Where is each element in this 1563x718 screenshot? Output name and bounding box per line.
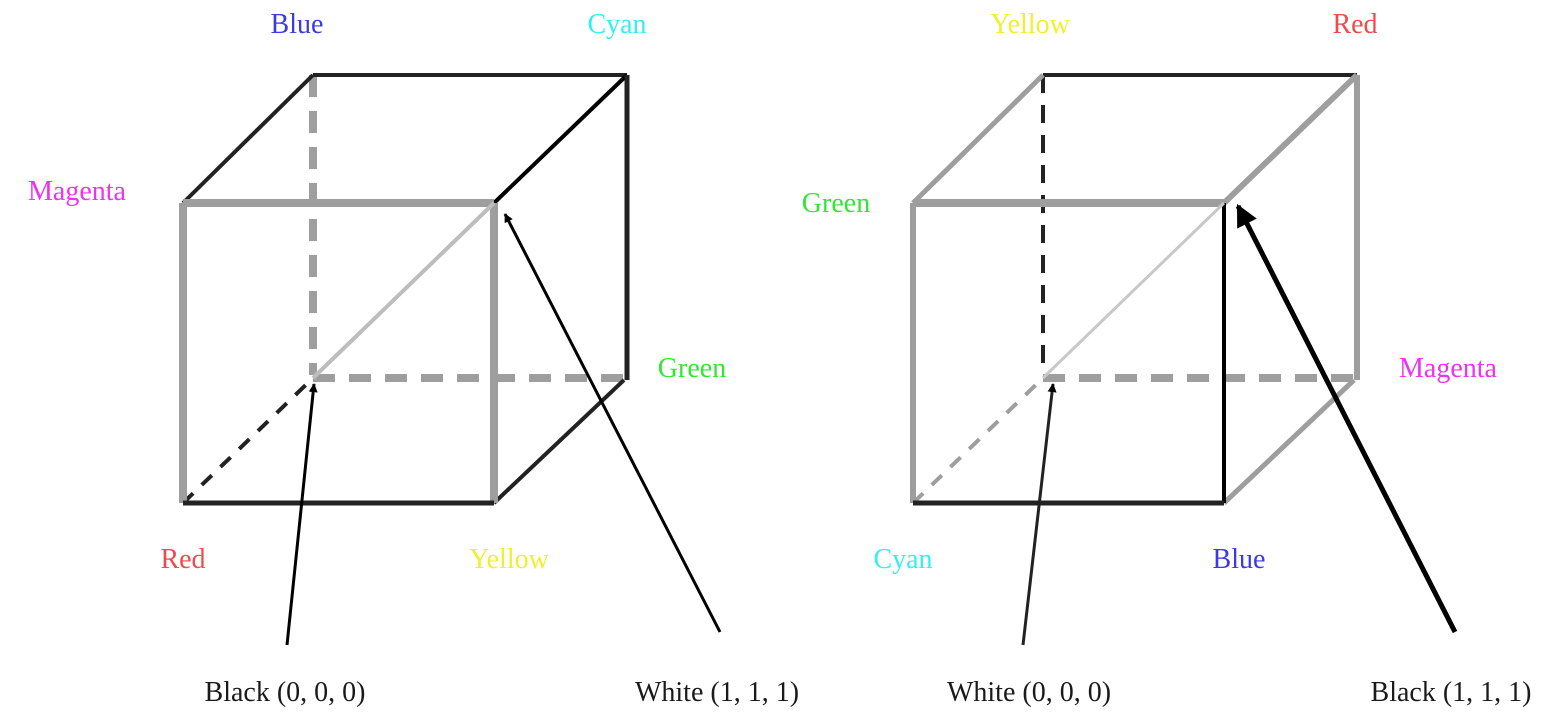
rgb-far-caption: White (1, 1, 1) — [635, 677, 799, 708]
rgb-cube-hidden-edge-depth — [181, 376, 315, 505]
cmy-label-blue: Blue — [1213, 544, 1266, 575]
cmy-label-red: Red — [1332, 9, 1377, 40]
cmy-label-green: Green — [802, 188, 870, 219]
cmy-far-arrow — [1235, 204, 1458, 634]
cmy-origin-caption: White (0, 0, 0) — [947, 677, 1111, 708]
rgb-cube-grey-diagonal — [311, 201, 496, 380]
rgb-cube-bottom-right-depth-edge — [492, 378, 626, 505]
cmy-cube-top-left-depth-edge — [911, 73, 1045, 205]
rgb-cube: Blue Cyan Magenta Green Red Yellow Black… — [28, 9, 799, 708]
cmy-cube-grey-diagonal — [1041, 201, 1226, 380]
cmy-cube-top-right-depth-edge — [1221, 72, 1360, 206]
cmy-label-magenta: Magenta — [1399, 353, 1498, 384]
cmy-cube: Yellow Red Green Magenta Cyan Blue White… — [802, 9, 1532, 708]
rgb-label-green: Green — [658, 353, 726, 384]
rgb-cube-top-left-depth-edge — [181, 73, 315, 205]
cmy-far-caption: Black (1, 1, 1) — [1371, 677, 1532, 708]
rgb-origin-caption: Black (0, 0, 0) — [205, 677, 366, 708]
rgb-label-yellow: Yellow — [469, 544, 549, 575]
rgb-label-blue: Blue — [271, 9, 324, 40]
cmy-origin-arrow — [1021, 383, 1057, 646]
cmy-label-cyan: Cyan — [873, 544, 932, 575]
cmy-cube-hidden-edge-depth — [911, 376, 1045, 505]
rgb-far-arrow — [503, 213, 722, 633]
rgb-origin-arrow — [285, 383, 318, 646]
cmy-label-yellow: Yellow — [990, 9, 1070, 40]
rgb-label-magenta: Magenta — [28, 176, 127, 207]
rgb-label-cyan: Cyan — [587, 9, 646, 40]
rgb-cube-top-right-depth-edge — [492, 73, 629, 205]
cmy-cube-bottom-right-depth-edge — [1222, 378, 1356, 505]
rgb-label-red: Red — [160, 544, 205, 575]
